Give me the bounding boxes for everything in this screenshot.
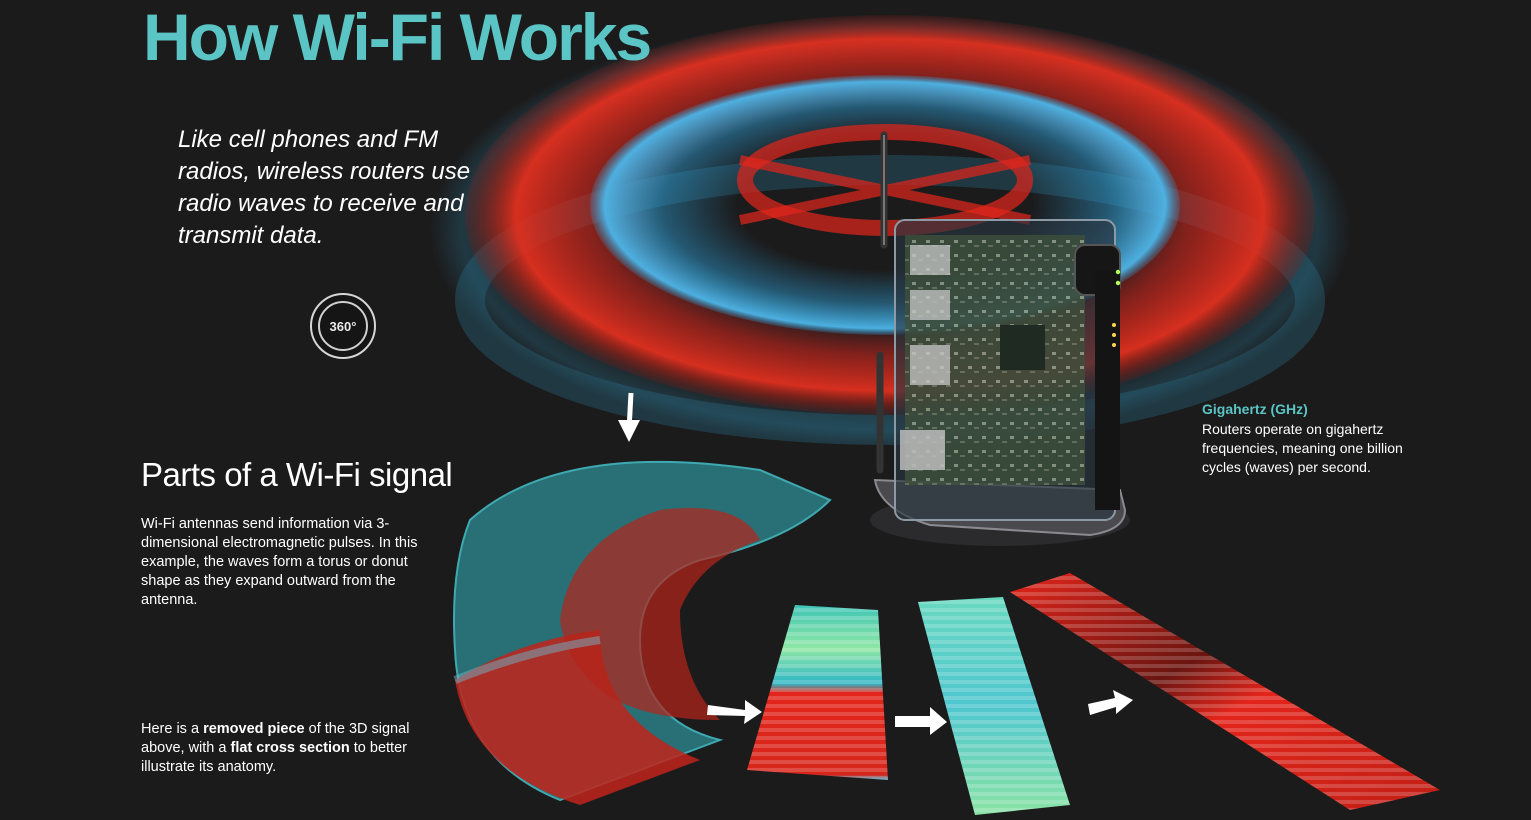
down-arrow-icon: [618, 392, 640, 442]
note-bold: flat cross section: [230, 740, 350, 756]
right-arrow-icon: [1088, 690, 1133, 715]
right-arrow-icon: [895, 707, 947, 735]
cross-section-strip-1: [747, 605, 888, 780]
removed-signal-piece: [453, 460, 832, 805]
note-text: of the 3D signal above, with a: [141, 721, 410, 756]
gigahertz-title: Gigahertz (GHz): [1202, 401, 1308, 417]
note-text: Here is a: [141, 721, 204, 737]
router: [870, 131, 1130, 546]
removed-piece-note: Here is a removed piece of the 3D signal…: [141, 720, 441, 777]
parts-description: Wi-Fi antennas send information via 3-di…: [141, 516, 418, 608]
intro-text: Like cell phones and FM radios, wireless…: [178, 126, 471, 249]
gigahertz-description: Routers operate on gigahertz frequencies…: [1202, 421, 1403, 475]
rotate-360-button[interactable]: 360°: [310, 293, 376, 359]
page-title: How Wi-Fi Works: [143, 0, 652, 74]
cross-section-strip-2: [918, 597, 1070, 815]
note-bold: removed piece: [203, 721, 305, 737]
rotate-360-icon: 360°: [318, 301, 368, 351]
parts-heading: Parts of a Wi-Fi signal: [141, 456, 453, 493]
right-arrow-icon: [707, 700, 762, 724]
cross-section-strip-3: [1010, 573, 1440, 810]
note-text: to better illustrate its anatomy.: [141, 740, 407, 775]
